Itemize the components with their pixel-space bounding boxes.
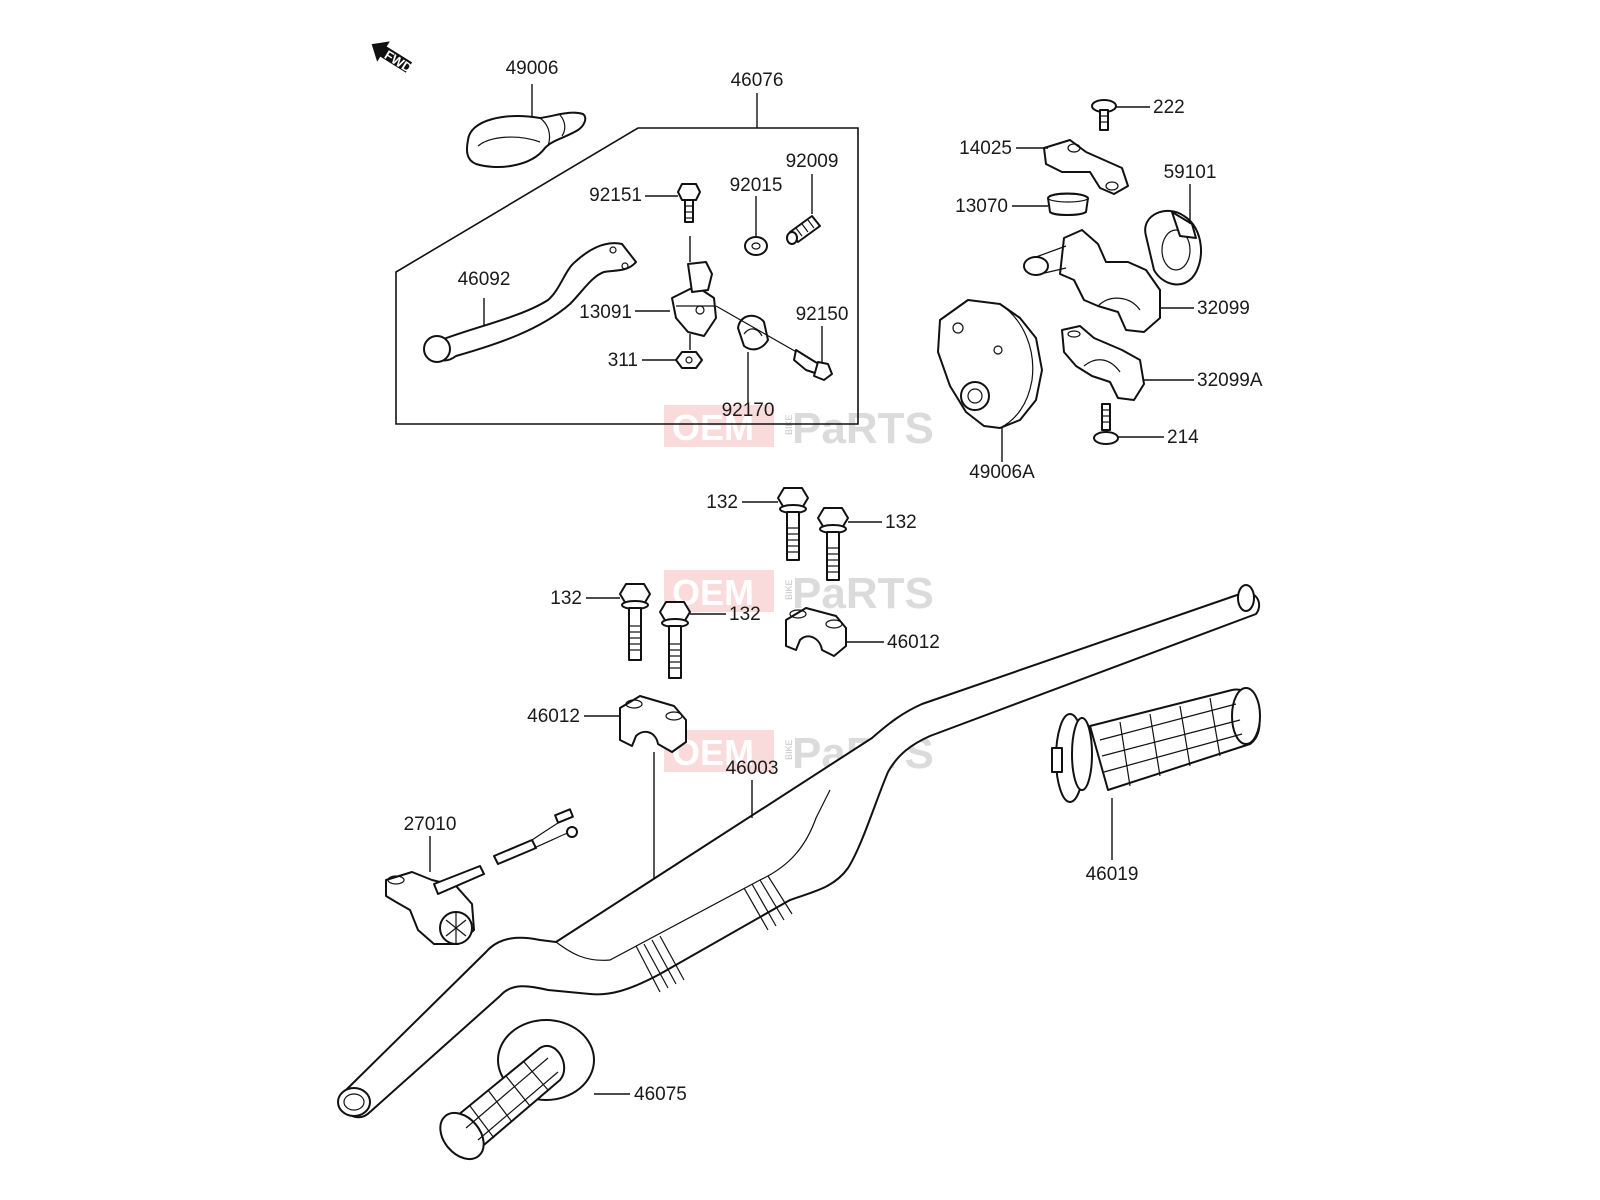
clamp-92170-part xyxy=(737,314,769,351)
label-46012: 46012 xyxy=(887,632,940,653)
watermark-oem: OEM xyxy=(672,407,754,448)
throttle-cover-49006A-part xyxy=(937,299,1043,429)
grip-46075-part xyxy=(439,1019,595,1161)
screw-214-part xyxy=(1093,403,1119,445)
label-92015: 92015 xyxy=(730,175,783,196)
nut-92015-part xyxy=(744,236,768,256)
label-59101: 59101 xyxy=(1164,162,1217,183)
lever-cover-part xyxy=(466,111,587,168)
brake-lever-part xyxy=(423,242,637,363)
label-132: 132 xyxy=(706,492,738,513)
switch-27010-part xyxy=(385,865,485,945)
cover-14025-part xyxy=(1043,139,1129,195)
lever-holder-part xyxy=(671,261,717,337)
label-311: 311 xyxy=(608,350,638,371)
housing-32099A-part xyxy=(1061,325,1145,401)
label-92170: 92170 xyxy=(722,400,775,421)
watermark-bike: BIKE xyxy=(784,739,794,760)
grip-46019-part xyxy=(1051,687,1261,803)
watermark-parts: PaRTS xyxy=(792,404,934,453)
watermark-bike: BIKE xyxy=(784,579,794,600)
label-13091: 13091 xyxy=(579,302,632,323)
handlebar-holder-46012-part xyxy=(785,607,847,657)
label-132: 132 xyxy=(550,588,582,609)
label-46075: 46075 xyxy=(634,1084,687,1105)
label-46019: 46019 xyxy=(1086,864,1139,885)
label-14025: 14025 xyxy=(959,138,1012,159)
label-46003: 46003 xyxy=(726,758,779,779)
handlebar-46003-part xyxy=(337,584,1261,1119)
label-32099: 32099 xyxy=(1197,298,1250,319)
handlebar-holder-46012-part xyxy=(619,695,687,753)
label-49006: 49006 xyxy=(506,58,559,79)
label-92150: 92150 xyxy=(796,304,849,325)
label-132: 132 xyxy=(729,604,761,625)
part-labels: 49006 46076 92009 92151 92015 46092 1309… xyxy=(404,58,1263,1105)
label-32099A: 32099A xyxy=(1197,370,1263,391)
label-92009: 92009 xyxy=(786,151,839,172)
bolt-132-part xyxy=(659,601,691,679)
screw-222-part xyxy=(1091,99,1117,131)
fwd-arrow-icon: FWD xyxy=(371,41,415,76)
bolt-92151-part xyxy=(677,183,701,223)
watermark: OEM BIKE PaRTS OEM BIKE PaRTS OEM BIKE P… xyxy=(664,404,934,778)
label-46076: 46076 xyxy=(731,70,784,91)
fwd-label: FWD xyxy=(382,47,415,75)
label-92151: 92151 xyxy=(589,185,642,206)
label-27010: 27010 xyxy=(404,814,457,835)
housing-32099-part xyxy=(1023,229,1161,333)
label-46012: 46012 xyxy=(527,706,580,727)
bolt-132-part xyxy=(619,583,651,661)
cable-guide-13070-part xyxy=(1047,192,1089,216)
nut-311-part xyxy=(675,351,703,369)
wire-lead-part xyxy=(493,808,578,865)
assembly-frame-46076 xyxy=(395,127,859,425)
label-222: 222 xyxy=(1153,97,1185,118)
label-13070: 13070 xyxy=(955,196,1008,217)
adjuster-92009-part xyxy=(786,215,821,245)
bolt-132-part xyxy=(777,487,809,561)
bolt-132-part xyxy=(817,507,849,581)
label-49006A: 49006A xyxy=(969,462,1035,483)
label-214: 214 xyxy=(1167,427,1199,448)
bolt-92150-part xyxy=(715,305,833,381)
pulley-59101-part xyxy=(1144,209,1203,286)
label-46092: 46092 xyxy=(458,269,511,290)
label-132: 132 xyxy=(885,512,917,533)
